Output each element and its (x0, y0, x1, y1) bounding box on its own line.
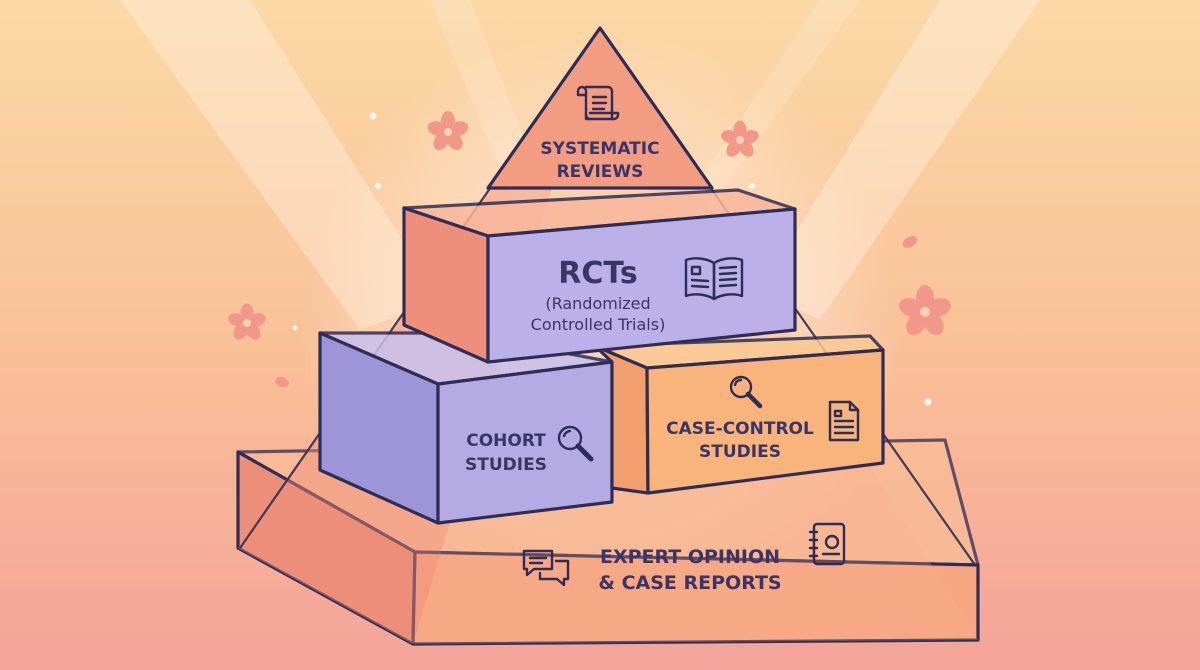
systematic-reviews-label-line2: REVIEWS (557, 162, 644, 182)
tier-cohort (318, 331, 614, 525)
rcts-title: RCTs (558, 256, 637, 291)
decorative-flowers (228, 111, 951, 388)
open-book-icon (684, 257, 744, 301)
case-control-label-line2: STUDIES (699, 442, 781, 462)
tier-case-control (593, 334, 885, 495)
case-control-label-line1: CASE-CONTROL (666, 419, 814, 439)
flower-icon (228, 303, 266, 340)
cohort-studies-label-line1: COHORT (466, 431, 546, 451)
magnifier-icon (729, 375, 763, 409)
scroll-icon (576, 85, 620, 121)
chat-bubbles-icon (522, 549, 570, 587)
expert-opinion-label-line2: & CASE REPORTS (598, 572, 781, 594)
rcts-subtitle-line2: Controlled Trials) (531, 315, 666, 334)
document-icon (828, 400, 860, 442)
flower-icon (899, 285, 951, 336)
flower-icon (427, 111, 469, 150)
tier-rct (402, 188, 797, 364)
petal (275, 376, 289, 388)
notebook-icon (808, 522, 846, 566)
cohort-studies-label-line2: STUDIES (465, 455, 547, 475)
petal (902, 236, 918, 248)
systematic-reviews-label-line1: SYSTEMATIC (540, 139, 659, 159)
magnifier-icon (557, 425, 594, 462)
light-beams (120, 0, 1040, 330)
sparkles (292, 112, 932, 406)
expert-opinion-label-line1: EXPERT OPINION (600, 546, 780, 568)
rcts-subtitle-line1: (Randomized (545, 294, 650, 313)
flower-icon (721, 120, 759, 157)
